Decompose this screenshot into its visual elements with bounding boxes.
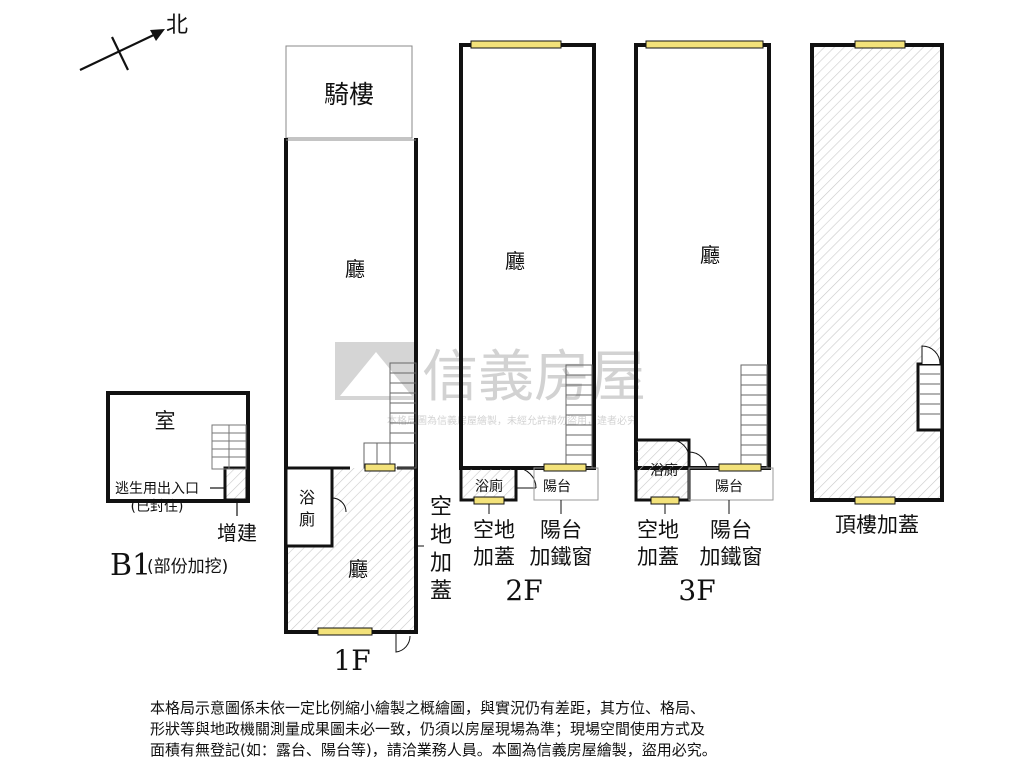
f2-lot-label-2: 加蓋 (473, 545, 515, 569)
f3-balcony-label: 陽台 (715, 479, 743, 495)
roof-door-icon (921, 345, 941, 365)
f1-hall-lower-label: 廳 (348, 557, 368, 581)
roof-top-window-icon (854, 40, 906, 49)
f3-window-icon (718, 463, 762, 472)
f1-bath-label-2: 廁 (299, 510, 315, 529)
f2-window-label-1: 陽台 (540, 518, 582, 542)
f1-side-label-2: 地 (430, 523, 452, 548)
f1-bath-label-1: 浴 (299, 488, 315, 507)
disclaimer: 本格局示意圖係未依一定比例縮小繪製之概繪圖，與實況仍有差距，其方位、格局、 形狀… (150, 698, 910, 761)
f2-bath-label: 浴廁 (475, 478, 503, 495)
f2-balcony-label: 陽台 (543, 479, 571, 495)
f2-level-label: 2F (505, 574, 542, 607)
b1-stairs-icon (211, 424, 247, 470)
disclaimer-line-1: 本格局示意圖係未依一定比例縮小繪製之概繪圖，與實況仍有差距，其方位、格局、 (150, 699, 706, 717)
b1-level-note: (部份加挖) (147, 557, 228, 577)
f1-level-label: 1F (333, 644, 370, 677)
disclaimer-line-2: 形狀等與地政機關測量成果圖未必一致，仍須以房屋現場為準；現場空間使用方式及 (150, 720, 706, 738)
watermark-brand: 信義房屋 (422, 345, 646, 410)
f1-side-label-1: 空 (430, 495, 452, 520)
roof-addition-area (810, 43, 944, 502)
watermark-logo-roof-icon (340, 352, 412, 396)
b1-room-outline (106, 391, 250, 503)
f2-bath-door-icon (515, 467, 537, 489)
north-arrow-icon: 北 (79, 13, 188, 71)
f1-window-icon (364, 463, 396, 472)
b1-escape-label: 逃生用出入口 (115, 481, 199, 497)
f1-arcade-label: 騎樓 (324, 80, 374, 109)
f3-plan: 廳 浴廁 陽台 空地 加蓋 陽台 加鐵窗 3F (634, 40, 774, 607)
roof-bottom-window-icon (854, 496, 896, 505)
b1-addition-area (223, 466, 249, 502)
f2-lot-label-1: 空地 (473, 518, 515, 542)
f3-window-label-1: 陽台 (710, 518, 752, 542)
north-label: 北 (166, 13, 188, 38)
f2-bath-window-icon (473, 496, 505, 505)
b1-escape-note: (已封住) (131, 499, 184, 515)
f1-arcade-outline (285, 45, 413, 139)
f3-bath-window-icon (650, 496, 680, 505)
watermark-notice: 本格局圖為信義房屋繪製，未經允許請勿盜用，違者必究 (387, 414, 637, 427)
f3-lot-label-1: 空地 (637, 518, 679, 542)
roof-label: 頂樓加蓋 (835, 513, 919, 537)
watermark: 信義房屋 本格局圖為信義房屋繪製，未經允許請勿盜用，違者必究 (335, 342, 646, 427)
f2-top-window-icon (470, 40, 562, 49)
f3-lot-label-2: 加蓋 (637, 545, 679, 569)
floor-plan: 北 信義房屋 本格局圖為信義房屋繪製，未經允許請勿盜用，違者必究 室 逃生用出入… (79, 13, 944, 677)
f1-hall-upper-label: 廳 (345, 257, 365, 281)
f1-side-label-3: 加 (430, 551, 452, 576)
f3-bath-label: 浴廁 (650, 462, 678, 479)
f2-bathroom (459, 466, 518, 502)
f1-front-window-icon (317, 627, 373, 636)
roof-plan: 頂樓加蓋 (810, 40, 944, 537)
f3-bath-door-icon (670, 439, 690, 459)
f1-bathroom (284, 466, 334, 548)
f3-hall-label: 廳 (700, 243, 720, 267)
f3-level-label: 3F (678, 574, 715, 607)
b1-room-label: 室 (155, 409, 176, 433)
b1-plan: 室 逃生用出入口 (已封住) 增建 B1 (部份加挖) (106, 391, 257, 583)
f2-window-label-2: 加鐵窗 (530, 545, 593, 569)
f2-window-icon (543, 463, 587, 472)
watermark-logo-icon (335, 342, 417, 400)
b1-addition-label: 增建 (217, 521, 257, 545)
f1-door-icon (395, 632, 411, 653)
b1-level-label: B1 (110, 548, 151, 583)
f1-plan: 騎樓 廳 浴 廁 廳 空 地 加 蓋 1F (284, 45, 452, 677)
roof-stairs-icon (916, 345, 944, 432)
f2-plan: 廳 浴廁 陽台 空地 加蓋 陽台 加鐵窗 2F (459, 40, 599, 607)
f1-side-label-4: 蓋 (430, 579, 452, 604)
f3-top-window-icon (645, 40, 764, 49)
f3-stairs-icon (740, 364, 768, 469)
disclaimer-line-3: 面積有無登記(如：露台、陽台等)，請洽業務人員。本圖為信義房屋繪製，盜用必究。 (150, 741, 717, 759)
f1-bath-door-icon (331, 497, 347, 513)
f3-window-label-2: 加鐵窗 (700, 545, 763, 569)
f2-hall-label: 廳 (505, 249, 525, 273)
